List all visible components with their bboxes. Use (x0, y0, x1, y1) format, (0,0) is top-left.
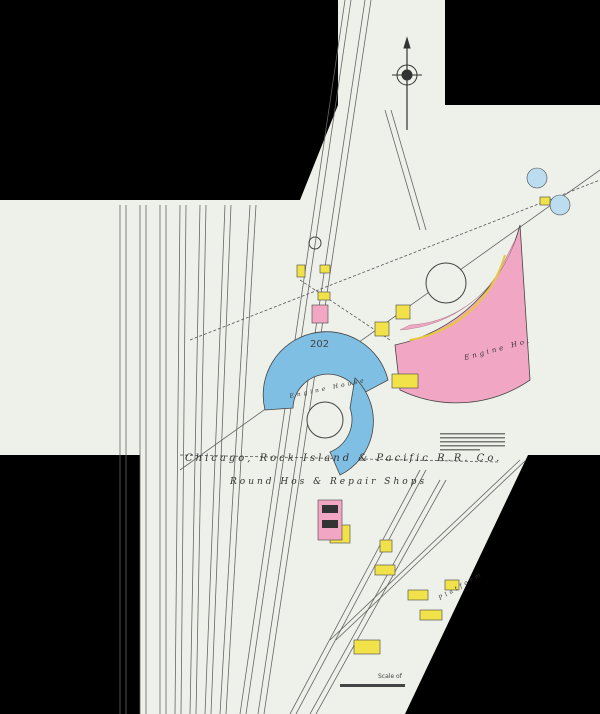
turntable-blue (306, 401, 344, 439)
shop-machinery (322, 505, 338, 513)
water-tank (526, 167, 548, 189)
compass-rose-icon (392, 36, 422, 130)
brick-building (311, 304, 329, 324)
legend-note (440, 433, 505, 451)
water-tank (549, 194, 571, 216)
scale-bar (340, 684, 405, 687)
blue-roundhouse (262, 331, 389, 476)
tank (308, 236, 322, 250)
scale-label: Scale of (378, 673, 403, 680)
company-label: Chicago, Rock Island & Pacific R.R. Co. (185, 453, 502, 464)
sheet-number: 202 (310, 339, 329, 350)
railroad-tracks (119, 0, 600, 714)
shop-machinery (322, 520, 338, 528)
turntable-pink (425, 262, 467, 304)
shops-label: Round Hos & Repair Shops (229, 477, 427, 487)
pink-roundhouse (394, 224, 531, 404)
